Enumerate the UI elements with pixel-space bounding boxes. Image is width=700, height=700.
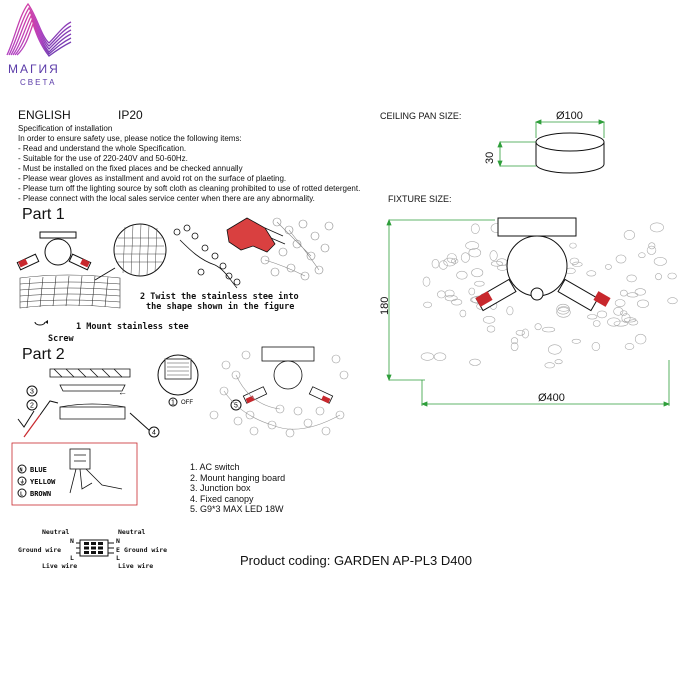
- legend-item: 1. AC switch: [190, 462, 240, 472]
- ceiling-pan-height: 30: [484, 151, 496, 164]
- part2-legend: 1. AC switch 2. Mount hanging board 3. J…: [190, 462, 285, 515]
- spec-block: Specification of installation In order t…: [18, 124, 360, 204]
- wiring-neutral-left: Neutral: [42, 528, 70, 536]
- part2-diagram: ← 3 2 4 5 1 N BLUE ⏚ YELLOW L BROWN: [11, 346, 349, 506]
- wiring-ground-right: Ground wire: [124, 546, 168, 554]
- wiring-ground-left: Ground wire: [18, 546, 62, 554]
- wiring-neutral-right: Neutral: [118, 528, 146, 536]
- part1-screw: Screw: [48, 334, 74, 344]
- brand-name: МАГИЯ: [8, 62, 60, 76]
- wire-brown-label: BROWN: [30, 490, 51, 498]
- wiring-n-right: N: [116, 537, 120, 545]
- part2-title: Part 2: [22, 346, 65, 363]
- wiring-connector-icon: [76, 539, 114, 557]
- callout-1: 1: [171, 400, 175, 407]
- wire-n-mark: N: [20, 468, 23, 474]
- spec-item: - Read and understand the whole Specific…: [18, 144, 187, 153]
- ceiling-pan-label: CEILING PAN SIZE:: [380, 111, 462, 121]
- callout-4: 4: [152, 430, 156, 437]
- svg-text:←: ←: [118, 387, 127, 397]
- part1-step1: 1 Mount stainless stee: [76, 322, 189, 332]
- wire-l-mark: L: [20, 492, 23, 498]
- wiring-l-right: L: [116, 554, 120, 562]
- ceiling-pan-diameter: Ø100: [556, 110, 583, 122]
- callout-2: 2: [30, 403, 34, 410]
- ip-rating: IP20: [118, 108, 143, 122]
- part1-step2-line2: the shape shown in the figure: [146, 302, 295, 312]
- callout-3: 3: [30, 389, 34, 396]
- brand-tagline: СВЕТА: [20, 78, 57, 87]
- spec-item: - Please turn off the lighting source by…: [18, 184, 361, 193]
- legend-item: 2. Mount hanging board: [190, 472, 286, 483]
- fixture-label: FIXTURE SIZE:: [388, 194, 452, 204]
- product-coding: Product coding: GARDEN AP-PL3 D400: [240, 553, 472, 568]
- wire-blue-label: BLUE: [30, 466, 47, 474]
- callout-5: 5: [234, 403, 238, 410]
- fixture-height: 180: [379, 296, 391, 315]
- svg-text:⏚: ⏚: [20, 479, 25, 486]
- wiring-live-right: Live wire: [118, 562, 154, 570]
- spec-item: - Please connect with the local sales se…: [18, 194, 315, 203]
- legend-item: 4. Fixed canopy: [190, 493, 254, 504]
- spec-item: - Must be installed on the fixed places …: [18, 164, 243, 173]
- spec-title: Specification of installation: [18, 124, 113, 133]
- spec-item: - Suitable for the use of 220-240V and 5…: [18, 154, 188, 163]
- part1-step2-line1: 2 Twist the stainless stee into: [140, 292, 299, 302]
- logo-wave-icon: [6, 2, 72, 57]
- wiring-n-left: N: [70, 537, 74, 545]
- off-label: OFF: [181, 400, 193, 406]
- legend-item: 3. Junction box: [190, 483, 251, 493]
- spec-intro: In order to ensure safety use, please no…: [18, 134, 242, 143]
- legend-item: 5. G9*3 MAX LED 18W: [190, 504, 284, 514]
- language-label: ENGLISH: [18, 108, 71, 122]
- part1-title: Part 1: [22, 206, 65, 223]
- spec-item: - Please wear gloves as installment and …: [18, 174, 287, 183]
- glove-hand-icon: [226, 217, 286, 253]
- wire-yellow-label: YELLOW: [30, 478, 56, 486]
- fixture-drawing: [386, 217, 678, 407]
- part1-diagram: [16, 217, 334, 326]
- fixture-diameter: Ø400: [538, 392, 565, 404]
- wiring-l-left: L: [70, 554, 74, 562]
- ceiling-pan-drawing: [497, 119, 606, 174]
- wiring-e-right: E: [116, 546, 120, 554]
- wiring-live-left: Live wire: [42, 562, 78, 570]
